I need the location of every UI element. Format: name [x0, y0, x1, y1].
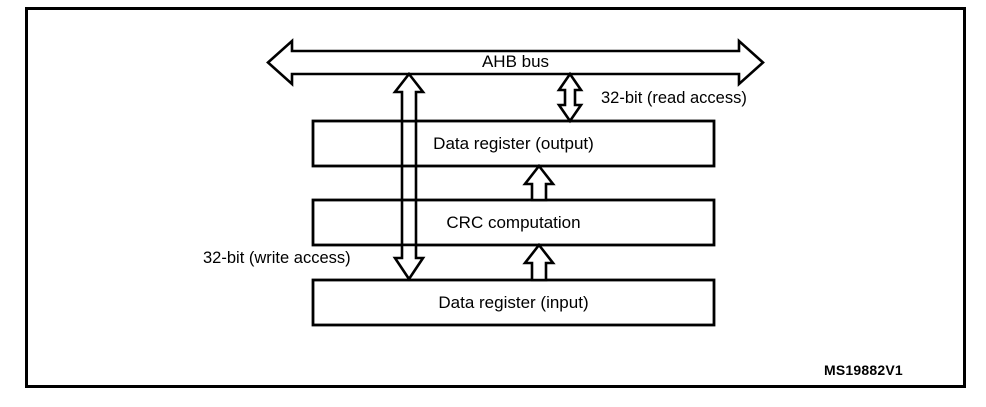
data-register-input-label: Data register (input): [438, 293, 589, 312]
figure-id-label: MS19882V1: [824, 362, 903, 378]
ahb-bus-arrow-shape: [266, 38, 765, 87]
crc-computation-box: [311, 198, 716, 247]
crc-to-output-register-arrow: [522, 163, 556, 202]
data-register-output-label: Data register (output): [433, 134, 594, 153]
bus-to-output-register-read-arrow: [556, 71, 584, 124]
bus-to-input-register-write-arrow: [392, 243, 426, 282]
output-register-to-bus-arrow: [392, 71, 426, 123]
input-register-to-crc-arrow: [522, 242, 556, 282]
read-access-label: 32-bit (read access): [601, 89, 747, 107]
ahb-bus-label: AHB bus: [481, 52, 550, 71]
write-access-label: 32-bit (write access): [203, 249, 351, 267]
data-register-input-box: [311, 278, 716, 327]
crc-computation-label: CRC computation: [446, 213, 581, 232]
data-register-output-box: [311, 119, 716, 168]
